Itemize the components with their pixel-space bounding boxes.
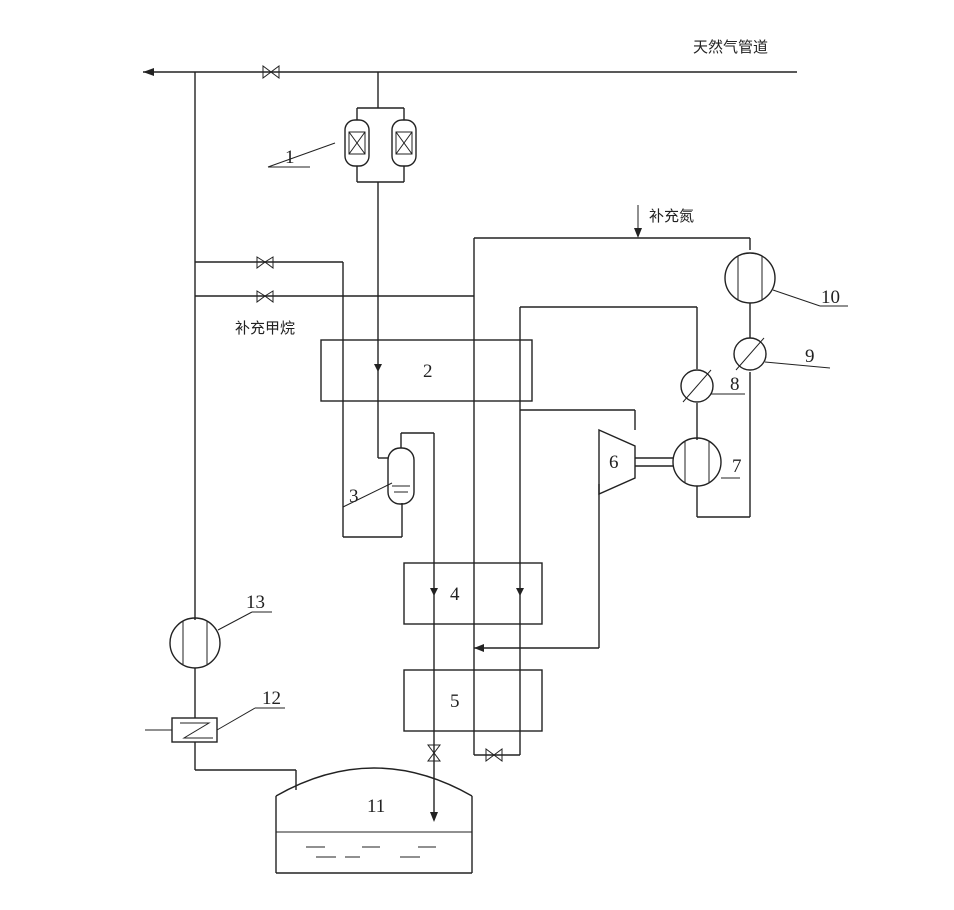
heater-12 — [145, 717, 297, 790]
nitrogen-loop — [473, 237, 751, 756]
methane-line-upper — [195, 261, 403, 538]
natural-gas-pipeline — [143, 68, 797, 76]
label-9: 9 — [805, 346, 815, 367]
tank-inlet-arrow — [430, 812, 438, 822]
lng-tank-11 — [275, 767, 473, 874]
nitrogen-inlet-arrow — [634, 205, 642, 238]
label-5: 5 — [450, 691, 460, 712]
leader-10 — [772, 289, 821, 307]
compressor-13 — [169, 617, 221, 718]
cooler-9 — [733, 303, 767, 371]
label-7: 7 — [732, 456, 742, 477]
label-2: 2 — [423, 361, 433, 382]
loop-valve[interactable] — [485, 748, 503, 762]
compressor-7 — [672, 372, 751, 518]
flow-arrow-down — [374, 364, 382, 372]
label-4: 4 — [450, 584, 460, 605]
compressor-10 — [724, 252, 776, 304]
leader-3 — [342, 482, 393, 508]
label-8: 8 — [730, 374, 740, 395]
leader-13 — [217, 611, 253, 631]
cooler-8 — [680, 369, 714, 403]
tank-valve[interactable] — [427, 744, 441, 762]
leader-9 — [764, 361, 831, 369]
nitrogen-label: 补充氮 — [649, 207, 694, 225]
heat-exchanger-5 — [403, 669, 543, 732]
label-6: 6 — [609, 452, 619, 473]
methane-valve-lower[interactable] — [256, 290, 274, 303]
pipeline-label: 天然气管道 — [693, 38, 768, 56]
flow-arrow — [474, 644, 484, 652]
methane-label: 补充甲烷 — [235, 319, 295, 337]
expander-6 — [598, 428, 636, 496]
pipeline-valve[interactable] — [262, 65, 280, 79]
heat-exchanger-4 — [403, 562, 543, 625]
separator-3 — [378, 432, 435, 820]
label-1: 1 — [285, 147, 295, 168]
dryer-pair — [344, 72, 417, 458]
label-10: 10 — [821, 287, 840, 308]
flow-arrow-down-4b — [516, 588, 524, 596]
methane-valve-upper[interactable] — [256, 256, 274, 269]
leader-12 — [216, 707, 256, 731]
label-12: 12 — [262, 688, 281, 709]
label-11: 11 — [367, 796, 385, 817]
label-3: 3 — [349, 486, 359, 507]
leader-1 — [267, 142, 336, 168]
label-13: 13 — [246, 592, 265, 613]
heat-exchanger-2 — [320, 339, 533, 402]
flow-arrow-down-4 — [430, 588, 438, 596]
